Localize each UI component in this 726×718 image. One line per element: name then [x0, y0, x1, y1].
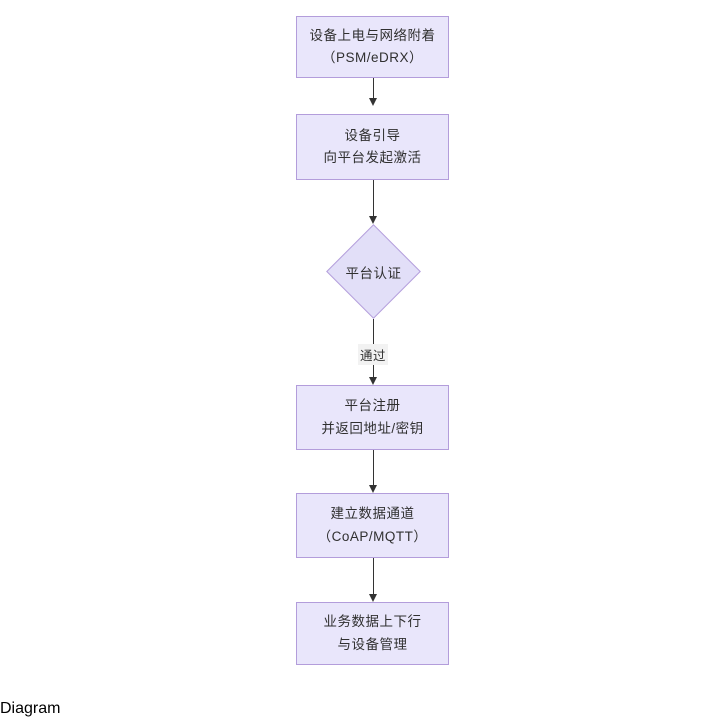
edge-line	[373, 450, 374, 485]
edge-line	[373, 180, 374, 216]
node-label-line2: 并返回地址/密钥	[321, 420, 424, 436]
node-label-line2: （CoAP/MQTT）	[317, 528, 428, 544]
node-label-line1: 设备上电与网络附着	[309, 27, 436, 43]
node-label-line1: 平台注册	[344, 398, 401, 414]
arrowhead-icon	[369, 98, 377, 106]
node-label-line2: 与设备管理	[337, 636, 408, 652]
node-platform-registration[interactable]: 平台注册 并返回地址/密钥	[296, 385, 449, 450]
flowchart-canvas: 通过 设备上电与网络附着 （PSM/eDRX） 设备引导 向平台发起激活 平台认…	[296, 16, 449, 665]
node-label-line2: （PSM/eDRX）	[321, 50, 424, 65]
node-business-data-and-device-management[interactable]: 业务数据上下行 与设备管理	[296, 602, 449, 665]
node-platform-authentication[interactable]: 平台认证	[326, 224, 421, 319]
arrowhead-icon	[369, 377, 377, 385]
edge-line	[373, 78, 374, 98]
arrowhead-icon	[369, 216, 377, 224]
arrowhead-icon	[369, 594, 377, 602]
node-label-line2: 向平台发起激活	[323, 150, 422, 165]
edge-label-pass: 通过	[357, 344, 389, 365]
node-label-line1: 设备引导	[344, 127, 401, 143]
arrowhead-icon	[369, 485, 377, 493]
node-label-line1: 建立数据通道	[330, 506, 415, 522]
node-device-bootstrap[interactable]: 设备引导 向平台发起激活	[296, 114, 449, 180]
node-label-line1: 业务数据上下行	[323, 614, 422, 630]
node-label-line1: 平台认证	[345, 265, 402, 281]
node-establish-data-channel[interactable]: 建立数据通道 （CoAP/MQTT）	[296, 493, 449, 558]
node-device-power-on[interactable]: 设备上电与网络附着 （PSM/eDRX）	[296, 16, 449, 78]
edge-line	[373, 558, 374, 594]
